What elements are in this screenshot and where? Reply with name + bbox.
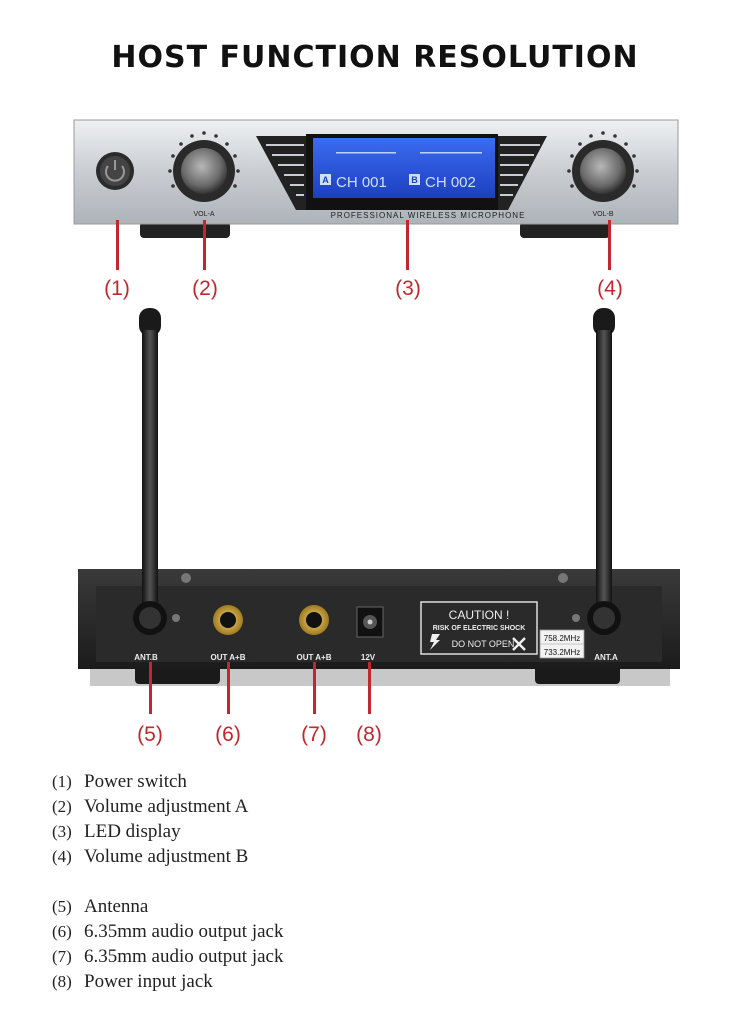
output-jack-2[interactable] — [299, 605, 329, 635]
led-display — [313, 138, 495, 198]
legend-item-6: (6)6.35mm audio output jack — [52, 921, 284, 942]
out-2-label: OUT A+B — [296, 653, 331, 662]
legend-item-4: (4)Volume adjustment B — [52, 846, 249, 867]
callout-line-6 — [227, 662, 230, 714]
callout-line-3 — [406, 220, 409, 270]
power-icon — [105, 165, 125, 182]
caution-line-1: RISK OF ELECTRIC SHOCK — [433, 625, 526, 632]
display-badge-a: A — [322, 175, 329, 185]
antenna-a[interactable] — [587, 308, 621, 635]
display-channel-a: CH 001 — [336, 174, 387, 191]
callout-5: (5) — [137, 723, 163, 746]
volume-knob-a[interactable] — [173, 140, 235, 202]
display-channel-b: CH 002 — [425, 174, 476, 191]
vol-a-label: VOL-A — [193, 211, 214, 218]
legend-item-8: (8)Power input jack — [52, 971, 213, 992]
callout-4: (4) — [597, 277, 623, 300]
callout-6: (6) — [215, 723, 241, 746]
vol-b-label: VOL-B — [592, 211, 613, 218]
lightning-icon — [430, 634, 440, 650]
output-jack-1[interactable] — [213, 605, 243, 635]
legend-item-3: (3)LED display — [52, 821, 181, 842]
volume-knob-b[interactable] — [572, 140, 634, 202]
out-1-label: OUT A+B — [210, 653, 245, 662]
ant-a-label: ANT.A — [594, 653, 618, 662]
power-12v-label: 12V — [361, 653, 376, 662]
callout-2: (2) — [192, 277, 218, 300]
front-panel: VOL-A A CH 001 B CH 002 PROFESSIONAL WIR… — [73, 119, 679, 238]
page-title: HOST FUNCTION RESOLUTION — [111, 40, 639, 75]
callout-7: (7) — [301, 723, 327, 746]
frequency-a: 758.2MHz — [544, 634, 580, 643]
caution-line-2: DO NOT OPEN — [452, 639, 515, 649]
callout-line-8 — [368, 662, 371, 714]
legend-item-5: (5)Antenna — [52, 896, 149, 917]
callout-line-2 — [203, 220, 206, 270]
callout-line-4 — [608, 220, 611, 270]
tools-icon — [512, 637, 526, 651]
legend-item-7: (7)6.35mm audio output jack — [52, 946, 284, 967]
display-badge-b: B — [411, 175, 418, 185]
frequency-sticker: 758.2MHz 733.2MHz — [539, 629, 585, 659]
callout-8: (8) — [356, 723, 382, 746]
callout-line-7 — [313, 662, 316, 714]
antenna-b[interactable] — [133, 308, 167, 635]
callout-line-5 — [149, 662, 152, 714]
caution-label: CAUTION ! RISK OF ELECTRIC SHOCK DO NOT … — [420, 601, 538, 655]
caution-title: CAUTION ! — [449, 608, 510, 622]
ant-b-label: ANT.B — [134, 653, 158, 662]
frequency-b: 733.2MHz — [544, 648, 580, 657]
legend-item-2: (2)Volume adjustment A — [52, 796, 249, 817]
callout-3: (3) — [395, 277, 421, 300]
brand-text: PROFESSIONAL WIRELESS MICROPHONE — [331, 211, 526, 220]
legend-item-1: (1)Power switch — [52, 771, 187, 792]
callout-1: (1) — [104, 277, 130, 300]
rear-panel: ANT.B OUT A+B OUT A+B 12V ANT.A CAUTION … — [78, 308, 680, 686]
power-input-jack[interactable] — [356, 606, 384, 638]
callout-line-1 — [116, 220, 119, 270]
